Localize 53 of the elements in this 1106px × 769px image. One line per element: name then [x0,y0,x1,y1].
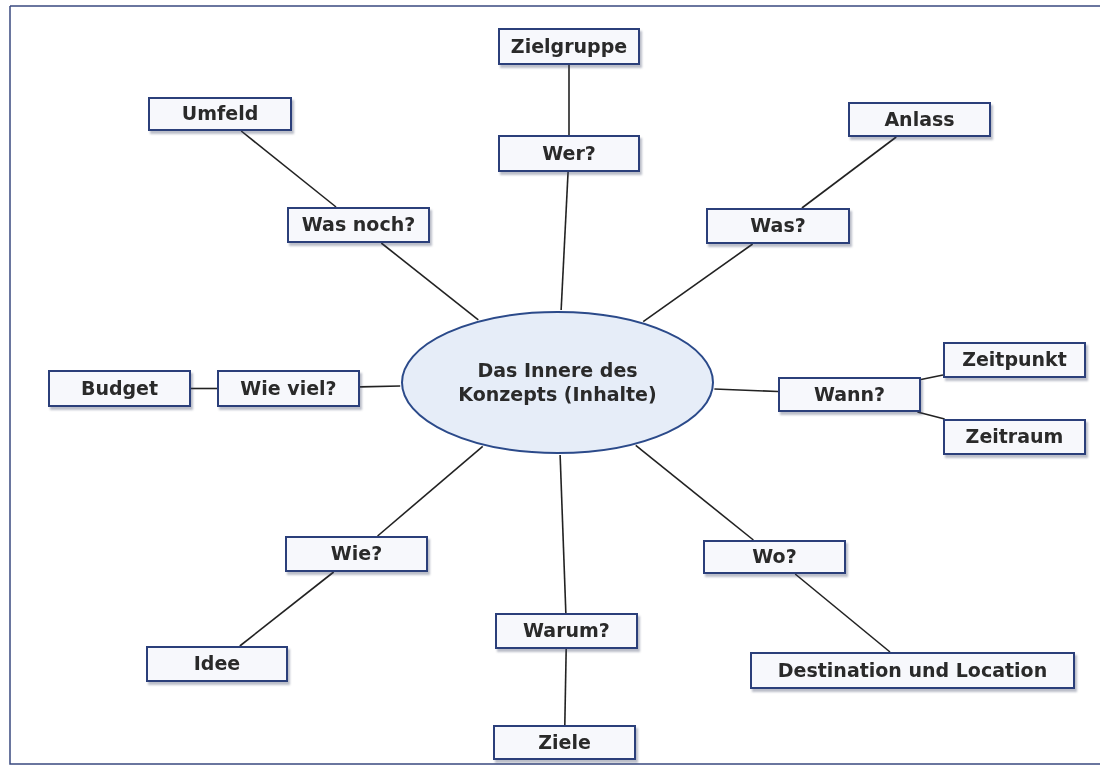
topic-box [495,613,638,649]
node-text: Umfeld [181,102,259,126]
topic-box [778,377,921,412]
connector-line [801,136,898,209]
connector-line [920,374,944,381]
topic-box [48,370,191,407]
node-text: Zeitraum [965,425,1064,449]
connector-line [239,571,335,647]
node-text: Wer? [542,141,596,166]
topic-box [146,646,288,682]
node-text: Ziele [538,730,591,755]
topic-box [493,725,636,760]
connector-line [642,243,754,323]
connector-line [380,242,480,321]
connector-line [359,385,401,388]
topic-box [703,540,846,574]
connector-line [568,64,570,136]
topic-box [287,207,430,243]
topic-box [848,102,991,137]
node-text: Was? [750,214,806,238]
node-text: Zielgruppe [510,34,628,59]
node-text: Wann? [813,382,886,407]
node-text: Idee [193,652,241,676]
topic-box [943,342,1086,378]
node-text: Budget [80,376,159,401]
topic-box [498,135,640,172]
connector-line [713,388,779,393]
node-text: Destination und Location [777,658,1048,683]
connector-line [240,130,337,208]
node-text: Wie viel? [240,376,337,401]
node-text: Was noch? [301,213,416,237]
connector-line [564,648,567,726]
topic-box [943,419,1086,455]
connector-line [376,445,484,537]
connector-line [634,444,755,541]
connector-line [559,454,567,614]
topic-box [750,652,1075,689]
topic-box [148,97,292,131]
topic-box [498,28,640,65]
connector-line [794,573,891,653]
node-text: Zeitpunkt [962,348,1067,372]
center-ellipse [400,310,715,455]
connector-line [190,387,218,390]
topic-box [217,370,360,407]
topic-box [706,208,850,244]
connector-line [916,411,946,420]
connector-line [560,171,569,311]
node-text: Wo? [752,545,797,569]
node-text: Warum? [523,619,610,643]
node-text: Das Innere des Konzepts (Inhalte) [457,358,658,407]
topic-box [285,536,428,572]
node-text: Wie? [330,542,383,566]
node-text: Anlass [884,107,955,132]
